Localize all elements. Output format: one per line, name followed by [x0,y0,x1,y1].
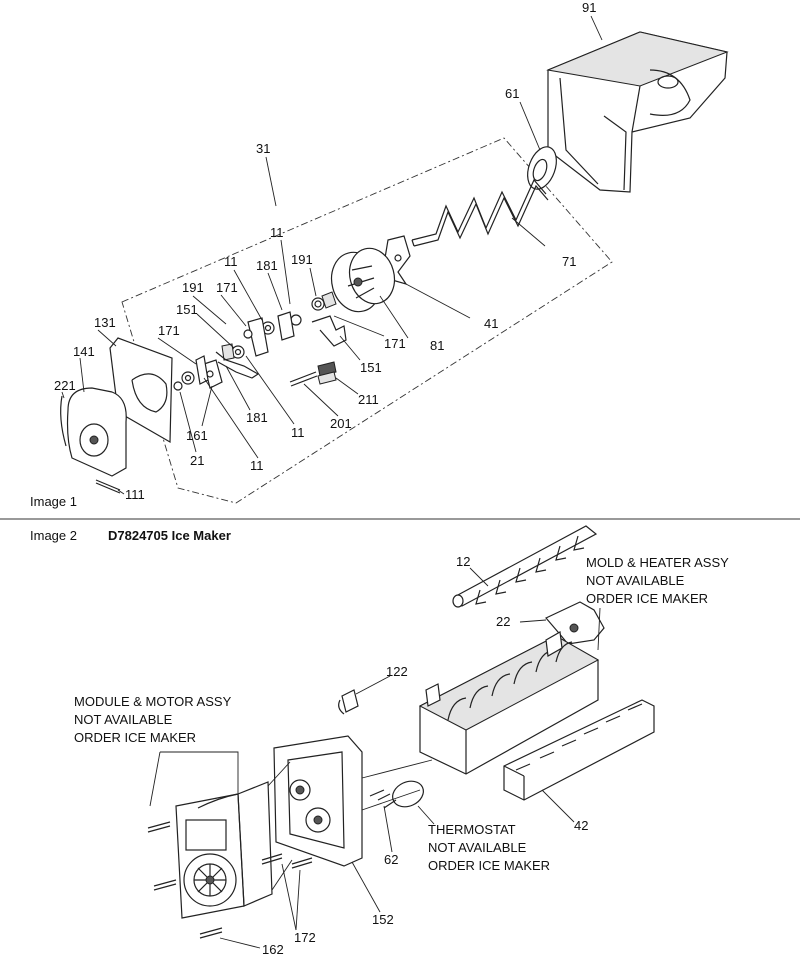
callout-12: 12 [456,554,470,569]
part-211-clip [317,361,337,385]
callout-211: 211 [358,392,379,407]
part-mold-tray [418,631,600,775]
callout-172: 172 [294,930,316,945]
svg-text:MODULE & MOTOR ASSY: MODULE & MOTOR ASSY [74,694,232,709]
image2-drawing: Image 2 D7824705 Ice Maker [30,525,729,957]
callout-31: 31 [256,141,270,156]
part-111-screw [95,479,121,494]
callout-11: 11 [250,458,264,473]
callout-171: 171 [158,323,180,338]
callout-11: 11 [224,254,238,269]
svg-text:MOLD & HEATER ASSY: MOLD & HEATER ASSY [586,555,729,570]
callout-61: 61 [505,86,519,101]
svg-text:ORDER ICE MAKER: ORDER ICE MAKER [428,858,550,873]
callout-151: 151 [360,360,382,375]
svg-text:NOT AVAILABLE: NOT AVAILABLE [586,573,685,588]
callout-71: 71 [562,254,576,269]
svg-text:ORDER ICE MAKER: ORDER ICE MAKER [586,591,708,606]
image2-guides [267,759,433,891]
callout-181: 181 [256,258,278,273]
callout-111: 111 [125,487,145,502]
callout-21: 21 [190,453,204,468]
part-81-drum [330,247,396,313]
callout-221: 221 [54,378,76,393]
note-thermostat: THERMOSTAT NOT AVAILABLE ORDER ICE MAKER [428,822,550,873]
callout-191: 191 [291,252,313,267]
image1-caption: Image 1 [30,494,77,509]
part-module-housing [175,781,273,919]
svg-text:ORDER ICE MAKER: ORDER ICE MAKER [74,730,196,745]
part-12-ejector [452,525,598,608]
part-71-auger [411,178,549,247]
callout-122: 122 [386,664,408,679]
callout-171: 171 [384,336,406,351]
callout-162: 162 [262,942,284,957]
callout-11: 11 [291,425,305,440]
assembly-31-boundary [121,137,613,504]
image2-callouts: 12 22 122 42 62 152 172 162 [262,554,588,957]
callout-181: 181 [246,410,268,425]
callout-152: 152 [372,912,394,927]
part-91-ice-bucket [546,31,729,193]
part-42-cover [503,699,655,801]
callout-191: 191 [182,280,204,295]
callout-81: 81 [430,338,444,353]
callout-22: 22 [496,614,510,629]
part-62-thermostat [369,780,424,809]
image2-title: D7824705 Ice Maker [108,528,231,543]
callout-91: 91 [582,0,596,15]
image1-drawing: 91 61 31 11 191 11 181 71 191 171 151 13… [30,0,729,509]
image2-caption: Image 2 [30,528,77,543]
part-screws [147,821,313,939]
image2-leaders [149,567,601,949]
part-cluster-right [243,291,347,357]
part-141-housing [66,387,127,477]
note-mold-heater: MOLD & HEATER ASSY NOT AVAILABLE ORDER I… [586,555,729,606]
part-cluster-left [173,343,260,391]
part-201-pin [289,371,318,387]
part-221-bracket [60,395,67,447]
callout-11: 11 [270,225,284,240]
part-122-clip [338,689,359,715]
part-152-plate [273,735,363,867]
note-module-motor: MODULE & MOTOR ASSY NOT AVAILABLE ORDER … [74,694,232,745]
svg-text:THERMOSTAT: THERMOSTAT [428,822,516,837]
callout-201: 201 [330,416,352,431]
image1-callouts: 91 61 31 11 191 11 181 71 191 171 151 13… [54,0,596,502]
svg-text:NOT AVAILABLE: NOT AVAILABLE [428,840,527,855]
image1-leaders [61,15,603,495]
callout-131: 131 [94,315,116,330]
callout-141: 141 [73,344,95,359]
callout-42: 42 [574,818,588,833]
callout-62: 62 [384,852,398,867]
svg-text:NOT AVAILABLE: NOT AVAILABLE [74,712,173,727]
callout-161: 161 [186,428,208,443]
callout-41: 41 [484,316,498,331]
callout-151: 151 [176,302,198,317]
callout-171: 171 [216,280,238,295]
